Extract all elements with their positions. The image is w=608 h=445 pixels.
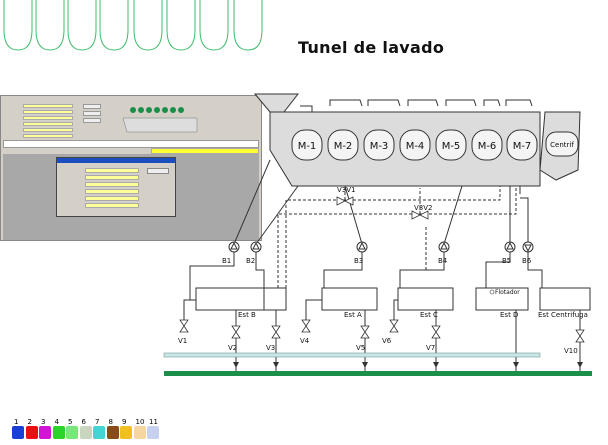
- form-field: [23, 116, 73, 120]
- collection-pipe: [163, 352, 541, 358]
- main-drain-bar: [164, 371, 592, 376]
- label-est-centrifuga: Est Centrifuga: [538, 311, 588, 319]
- legend-number: 4: [54, 418, 59, 426]
- legend-number: 10: [135, 418, 145, 426]
- svg-text:M-3: M-3: [370, 141, 389, 152]
- module-m1: M-1: [291, 129, 323, 161]
- label-b6: B6: [522, 257, 532, 265]
- label-b4: B4: [438, 257, 448, 265]
- form-field: [23, 110, 73, 114]
- form-field: [23, 134, 73, 138]
- legend-swatch: [52, 426, 65, 439]
- label-est-a: Est A: [344, 311, 362, 319]
- app-grid-row: [151, 148, 259, 154]
- label-est-b: Est B: [238, 311, 256, 319]
- label-v5: V5: [356, 344, 365, 352]
- module-m3: M-3: [363, 129, 395, 161]
- form-field: [23, 122, 73, 126]
- svg-text:Centrif: Centrif: [550, 141, 574, 149]
- legend-number: 9: [122, 418, 127, 426]
- label-v3v2: V3V2: [414, 204, 432, 212]
- legend-number: 5: [68, 418, 73, 426]
- dialog-field: [85, 203, 139, 208]
- page-title: Tunel de lavado: [298, 38, 445, 57]
- label-v3: V3: [266, 344, 275, 352]
- legend-number: 11: [149, 418, 158, 426]
- legend-swatch: [12, 426, 24, 439]
- label-est-d: Est D: [500, 311, 518, 319]
- label-v10: V10: [564, 347, 578, 355]
- dialog-field: [85, 189, 139, 194]
- legend-swatch: [106, 426, 119, 439]
- legend-swatch: [39, 426, 51, 439]
- legend-swatch: [25, 426, 38, 439]
- legend-number: 2: [27, 418, 32, 426]
- scallop-decoration: [3, 0, 263, 51]
- module-m6: M-6: [471, 129, 503, 161]
- module-m2: M-2: [327, 129, 359, 161]
- dialog-button: [147, 168, 169, 174]
- label-b5: B5: [502, 257, 511, 265]
- app-grid-header: [3, 140, 259, 148]
- dialog-field: [85, 196, 139, 201]
- label-v6: V6: [382, 337, 392, 345]
- label-est-c: Est C: [420, 311, 438, 319]
- svg-text:M-6: M-6: [478, 141, 497, 152]
- legend-swatch: [120, 426, 132, 439]
- label-v3v1: V3V1: [337, 186, 355, 194]
- module-m5: M-5: [435, 129, 467, 161]
- embedded-dialog: [56, 157, 176, 217]
- wash-modules: M-1 M-2 M-3 M-4 M-5 M-6: [291, 129, 579, 161]
- legend-number: 6: [81, 418, 86, 426]
- legend-number: 7: [95, 418, 100, 426]
- svg-text:M-4: M-4: [406, 141, 425, 152]
- label-v4: V4: [300, 337, 310, 345]
- label-v7: V7: [426, 344, 435, 352]
- valve-v3v2: [411, 210, 429, 220]
- dialog-field: [85, 182, 139, 187]
- legend-swatch: [133, 426, 146, 439]
- module-m7: M-7: [506, 129, 538, 161]
- app-button: [83, 111, 101, 116]
- legend-swatch: [66, 426, 78, 439]
- label-v1: V1: [178, 337, 187, 345]
- app-button: [83, 104, 101, 109]
- label-b2: B2: [246, 257, 255, 265]
- valve-v3v1: [336, 196, 354, 206]
- app-button: [83, 118, 101, 123]
- legend-swatch: [147, 426, 159, 439]
- form-field: [23, 128, 73, 132]
- label-b3: B3: [354, 257, 363, 265]
- legend-number: 8: [108, 418, 113, 426]
- dialog-field: [85, 175, 139, 180]
- module-m4: M-4: [399, 129, 431, 161]
- svg-text:M-1: M-1: [298, 141, 317, 152]
- form-field: [23, 104, 73, 108]
- module-centrif: Centrif: [545, 131, 579, 157]
- label-b1: B1: [222, 257, 231, 265]
- label-flotador: Flotador: [495, 289, 520, 296]
- label-v2: V2: [228, 344, 237, 352]
- legend-number: 1: [14, 418, 19, 426]
- svg-text:M-2: M-2: [334, 141, 353, 152]
- dialog-field: [85, 168, 139, 173]
- legend-swatch: [93, 426, 105, 439]
- legend-number: 3: [41, 418, 46, 426]
- svg-text:M-7: M-7: [513, 141, 532, 152]
- svg-text:M-5: M-5: [442, 141, 461, 152]
- legend-swatch: [79, 426, 92, 439]
- app-machine-thumbnail: [122, 107, 198, 133]
- dialog-caption: [57, 158, 175, 163]
